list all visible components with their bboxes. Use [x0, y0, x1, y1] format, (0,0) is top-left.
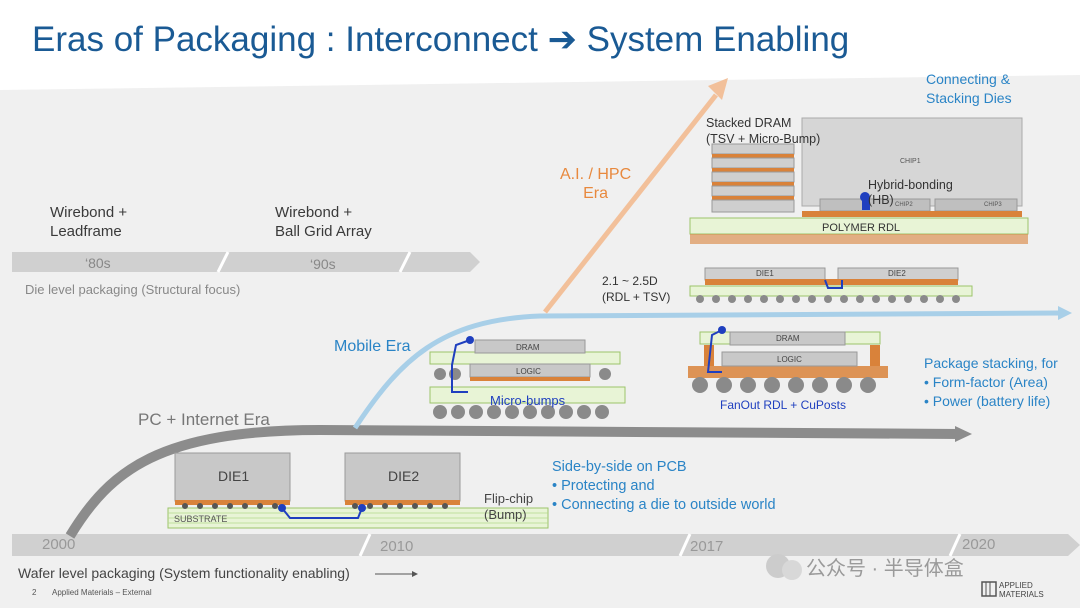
era-wirebond-bga: Wirebond + Ball Grid Array — [275, 203, 372, 241]
pc-era-arrow — [65, 424, 961, 539]
pop-logic-label: LOGIC — [516, 367, 541, 376]
flipchip-line: Flip-chip — [484, 491, 534, 506]
fanout-label: FanOut RDL + CuPosts — [720, 398, 846, 412]
connecting-stacking-label: Connecting & Stacking Dies — [926, 70, 1012, 108]
stacked-dram-line: Stacked DRAM — [706, 116, 792, 130]
pop-dram-label: DRAM — [516, 343, 540, 352]
hybrid-line: Hybrid-bonding — [868, 178, 953, 192]
description-line: Package stacking, for — [924, 355, 1058, 371]
watermark-icon — [766, 554, 802, 580]
era-line: Wirebond + — [275, 204, 353, 221]
chip2-label: CHIP2 — [895, 202, 913, 208]
interposer-package — [689, 267, 973, 303]
year-2000: 2000 — [42, 536, 76, 553]
logo-line: APPLIED — [999, 581, 1033, 590]
die-level-caption: Die level packaging (Structural focus) — [25, 282, 241, 297]
pop-package — [429, 336, 626, 419]
description-line: • Form-factor (Area) — [924, 374, 1048, 390]
mobile-era-arrow — [352, 310, 1061, 430]
year-2010: 2010 — [380, 538, 414, 555]
page-title: Eras of Packaging : Interconnect ➔ Syste… — [32, 20, 850, 59]
flipchip-label: Flip-chip (Bump) — [484, 491, 533, 523]
fanout-package — [688, 326, 888, 393]
substrate-label: SUBSTRATE — [174, 514, 228, 524]
era-line: Wirebond + — [50, 204, 128, 221]
die2-label: DIE2 — [388, 468, 420, 484]
applied-logo-icon — [981, 581, 997, 597]
year-2020: 2020 — [962, 536, 996, 553]
era-line: Leadframe — [50, 223, 122, 240]
hybrid-bonding-label: Hybrid-bonding (HB) — [868, 178, 953, 208]
description-line: • Protecting and — [552, 478, 655, 494]
era-line: Stacking Dies — [926, 90, 1012, 106]
stacked-dram-line: (TSV + Micro-Bump) — [706, 132, 821, 146]
decade-90s: ‘90s — [310, 256, 336, 272]
mobile-era-label: Mobile Era — [334, 338, 411, 355]
die1-label: DIE1 — [218, 468, 250, 484]
decade-80s: ‘80s — [85, 255, 111, 271]
microbumps-label: Micro-bumps — [490, 393, 566, 408]
interposer-die2-label: DIE2 — [888, 269, 906, 278]
fanout-dram-label: DRAM — [776, 334, 800, 343]
logo-line: MATERIALS — [999, 590, 1044, 599]
ai-era-arrow — [543, 93, 718, 314]
era-line: Ball Grid Array — [275, 223, 372, 240]
description-line: • Connecting a die to outside world — [552, 497, 776, 513]
flipchip-package — [167, 452, 549, 529]
fanout-logic-label: LOGIC — [777, 355, 802, 364]
decade-band — [12, 252, 480, 272]
company-footer: Applied Materials – External — [52, 588, 152, 597]
polymer-rdl-label: POLYMER RDL — [822, 222, 901, 234]
package-stacking-description: Package stacking, for • Form-factor (Are… — [924, 354, 1058, 411]
description-line: • Power (battery life) — [924, 393, 1051, 409]
side-by-side-description: Side-by-side on PCB • Protecting and • C… — [552, 458, 776, 515]
era-line: Connecting & — [926, 71, 1011, 87]
page-number: 2 — [32, 588, 37, 597]
flipchip-line: (Bump) — [484, 507, 527, 522]
watermark-text: 公众号 · 半导体盒 — [806, 558, 964, 580]
hybrid-line: (HB) — [868, 193, 894, 207]
rdl-tsv-label: 2.1 ~ 2.5D (RDL + TSV) — [602, 273, 670, 305]
description-line: Side-by-side on PCB — [552, 459, 687, 475]
pc-internet-era-label: PC + Internet Era — [138, 410, 270, 429]
timeline-band — [12, 534, 1080, 556]
rdl-tsv-line: (RDL + TSV) — [602, 290, 671, 304]
rdl-tsv-line: 2.1 ~ 2.5D — [602, 274, 658, 288]
year-2017: 2017 — [690, 538, 724, 555]
hybrid-package — [689, 117, 1029, 244]
upper-white-wedge — [0, 0, 1080, 88]
era-wirebond-leadframe: Wirebond + Leadframe — [50, 203, 127, 241]
stacked-dram-label: Stacked DRAM (TSV + Micro-Bump) — [706, 115, 820, 147]
wafer-level-caption: Wafer level packaging (System functional… — [18, 565, 350, 581]
era-line: Era — [583, 185, 609, 202]
ai-hpc-era-label: A.I. / HPC Era — [560, 165, 631, 203]
interposer-die1-label: DIE1 — [756, 269, 774, 278]
chip1-label: CHIP1 — [900, 158, 921, 165]
applied-logo-text: APPLIED MATERIALS — [999, 581, 1044, 599]
chip3-label: CHIP3 — [984, 202, 1002, 208]
era-line: A.I. / HPC — [560, 166, 632, 183]
